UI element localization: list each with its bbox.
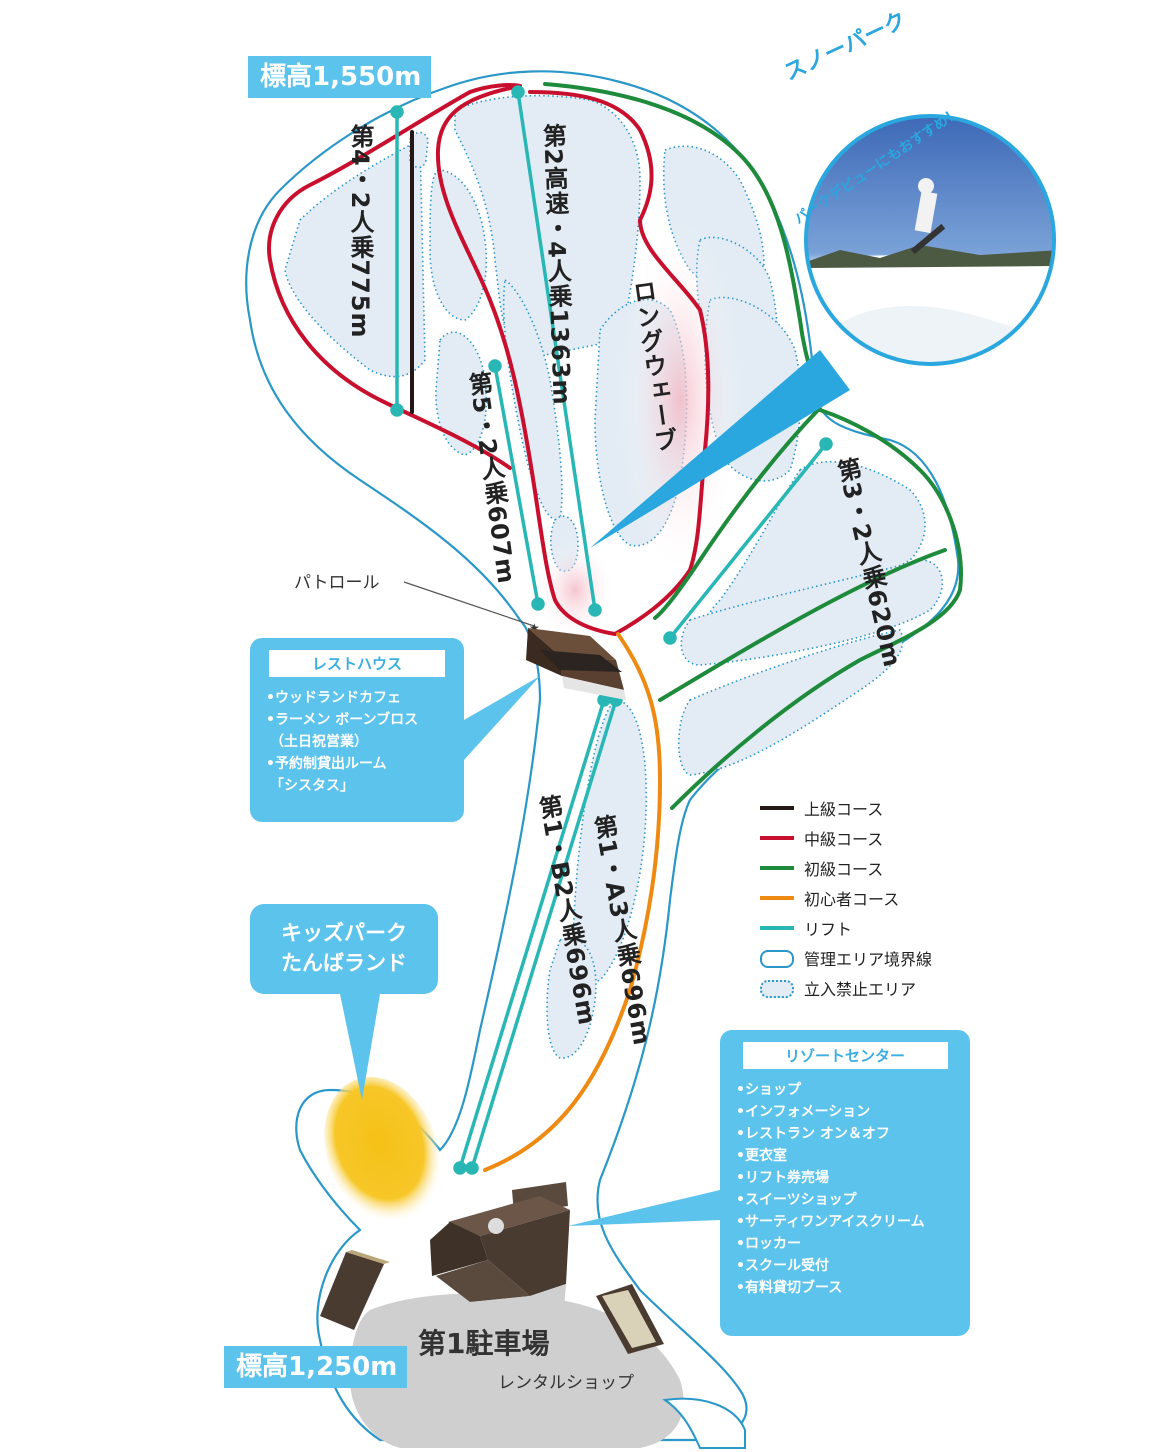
- legend-label: 上級コース: [804, 800, 884, 819]
- list-item: •レストラン オン＆オフ: [736, 1126, 890, 1142]
- legend-label: 初級コース: [804, 860, 884, 879]
- legend-swatch: [760, 806, 794, 810]
- resort-center-list: •ショップ •インフォメーション •レストラン オン＆オフ •更衣室 •リフト券…: [720, 1079, 970, 1299]
- legend-item-beginner: 初級コース: [758, 856, 978, 882]
- legend-swatch: [760, 950, 794, 968]
- resort-callout-tail: [568, 1190, 720, 1226]
- legend-label: 立入禁止エリア: [804, 980, 917, 999]
- legend-label: 中級コース: [804, 830, 884, 849]
- rest-house-panel: レストハウス •ウッドランドカフェ •ラーメン ボーンブロス （土日祝営業） •…: [250, 638, 464, 822]
- legend-swatch: [760, 980, 794, 998]
- resthouse-callout-tail: [464, 676, 540, 760]
- list-item: •有料貸切ブース: [736, 1280, 843, 1296]
- list-item: •リフト券売場: [736, 1170, 829, 1186]
- rest-house-title: レストハウス: [269, 650, 445, 677]
- kids-park-line1: キッズパーク: [281, 921, 407, 945]
- list-item: •ショップ: [736, 1082, 801, 1098]
- legend-swatch: [760, 926, 794, 930]
- parking-area: [350, 1293, 684, 1448]
- list-item: （土日祝営業）: [270, 734, 368, 750]
- legend-item-expert: 上級コース: [758, 796, 978, 822]
- lift-4-label: 第4・2人乗775m: [346, 124, 374, 339]
- legend-item-boundary: 管理エリア境界線: [758, 946, 978, 972]
- resort-center-panel: リゾートセンター •ショップ •インフォメーション •レストラン オン＆オフ •…: [720, 1030, 970, 1336]
- resort-center-title: リゾートセンター: [742, 1042, 948, 1069]
- list-item: •スイーツショップ: [736, 1192, 857, 1208]
- legend-swatch: [760, 896, 794, 900]
- legend-item-lift: リフト: [758, 916, 978, 942]
- parking-label: 第1駐車場: [418, 1327, 550, 1360]
- svg-text:★: ★: [529, 621, 540, 635]
- kids-park-line2: たんばランド: [281, 951, 407, 975]
- kids-callout-tail: [340, 994, 380, 1100]
- list-item: •サーティワンアイスクリーム: [736, 1214, 925, 1230]
- list-item: •スクール受付: [736, 1258, 829, 1274]
- list-item: 「シスタス」: [270, 778, 354, 794]
- snow-park-photo: [590, 114, 1056, 548]
- kids-park-panel: キッズパーク たんばランド: [250, 904, 438, 994]
- rest-house-list: •ウッドランドカフェ •ラーメン ボーンブロス （土日祝営業） •予約制貸出ルー…: [250, 687, 464, 797]
- list-item: •予約制貸出ルーム: [266, 756, 387, 772]
- legend-swatch: [760, 836, 794, 840]
- resort-center-building: [430, 1182, 570, 1310]
- legend-item-novice: 初心者コース: [758, 886, 978, 912]
- patrol-label: パトロール: [294, 573, 380, 593]
- altitude-bottom-label: 標高1,250m: [224, 1346, 408, 1388]
- list-item: •ロッカー: [736, 1236, 801, 1252]
- legend-swatch: [760, 866, 794, 870]
- legend-item-intermediate: 中級コース: [758, 826, 978, 852]
- list-item: •インフォメーション: [736, 1104, 871, 1120]
- legend-label: リフト: [804, 920, 853, 939]
- shop-building-right: [596, 1284, 664, 1354]
- list-item: •更衣室: [736, 1148, 787, 1164]
- rental-shop-building: [320, 1250, 390, 1330]
- list-item: •ラーメン ボーンブロス: [266, 712, 419, 728]
- list-item: •ウッドランドカフェ: [266, 690, 401, 706]
- kids-park-area: [324, 1077, 440, 1223]
- courses: [267, 82, 963, 1172]
- rental-shop-label: レンタルショップ: [498, 1373, 634, 1393]
- rest-house-building: [526, 628, 626, 700]
- legend-label: 管理エリア境界線: [804, 950, 933, 969]
- legend-label: 初心者コース: [804, 890, 900, 909]
- altitude-top-label: 標高1,550m: [248, 56, 432, 98]
- legend-item-restricted: 立入禁止エリア: [758, 976, 978, 1002]
